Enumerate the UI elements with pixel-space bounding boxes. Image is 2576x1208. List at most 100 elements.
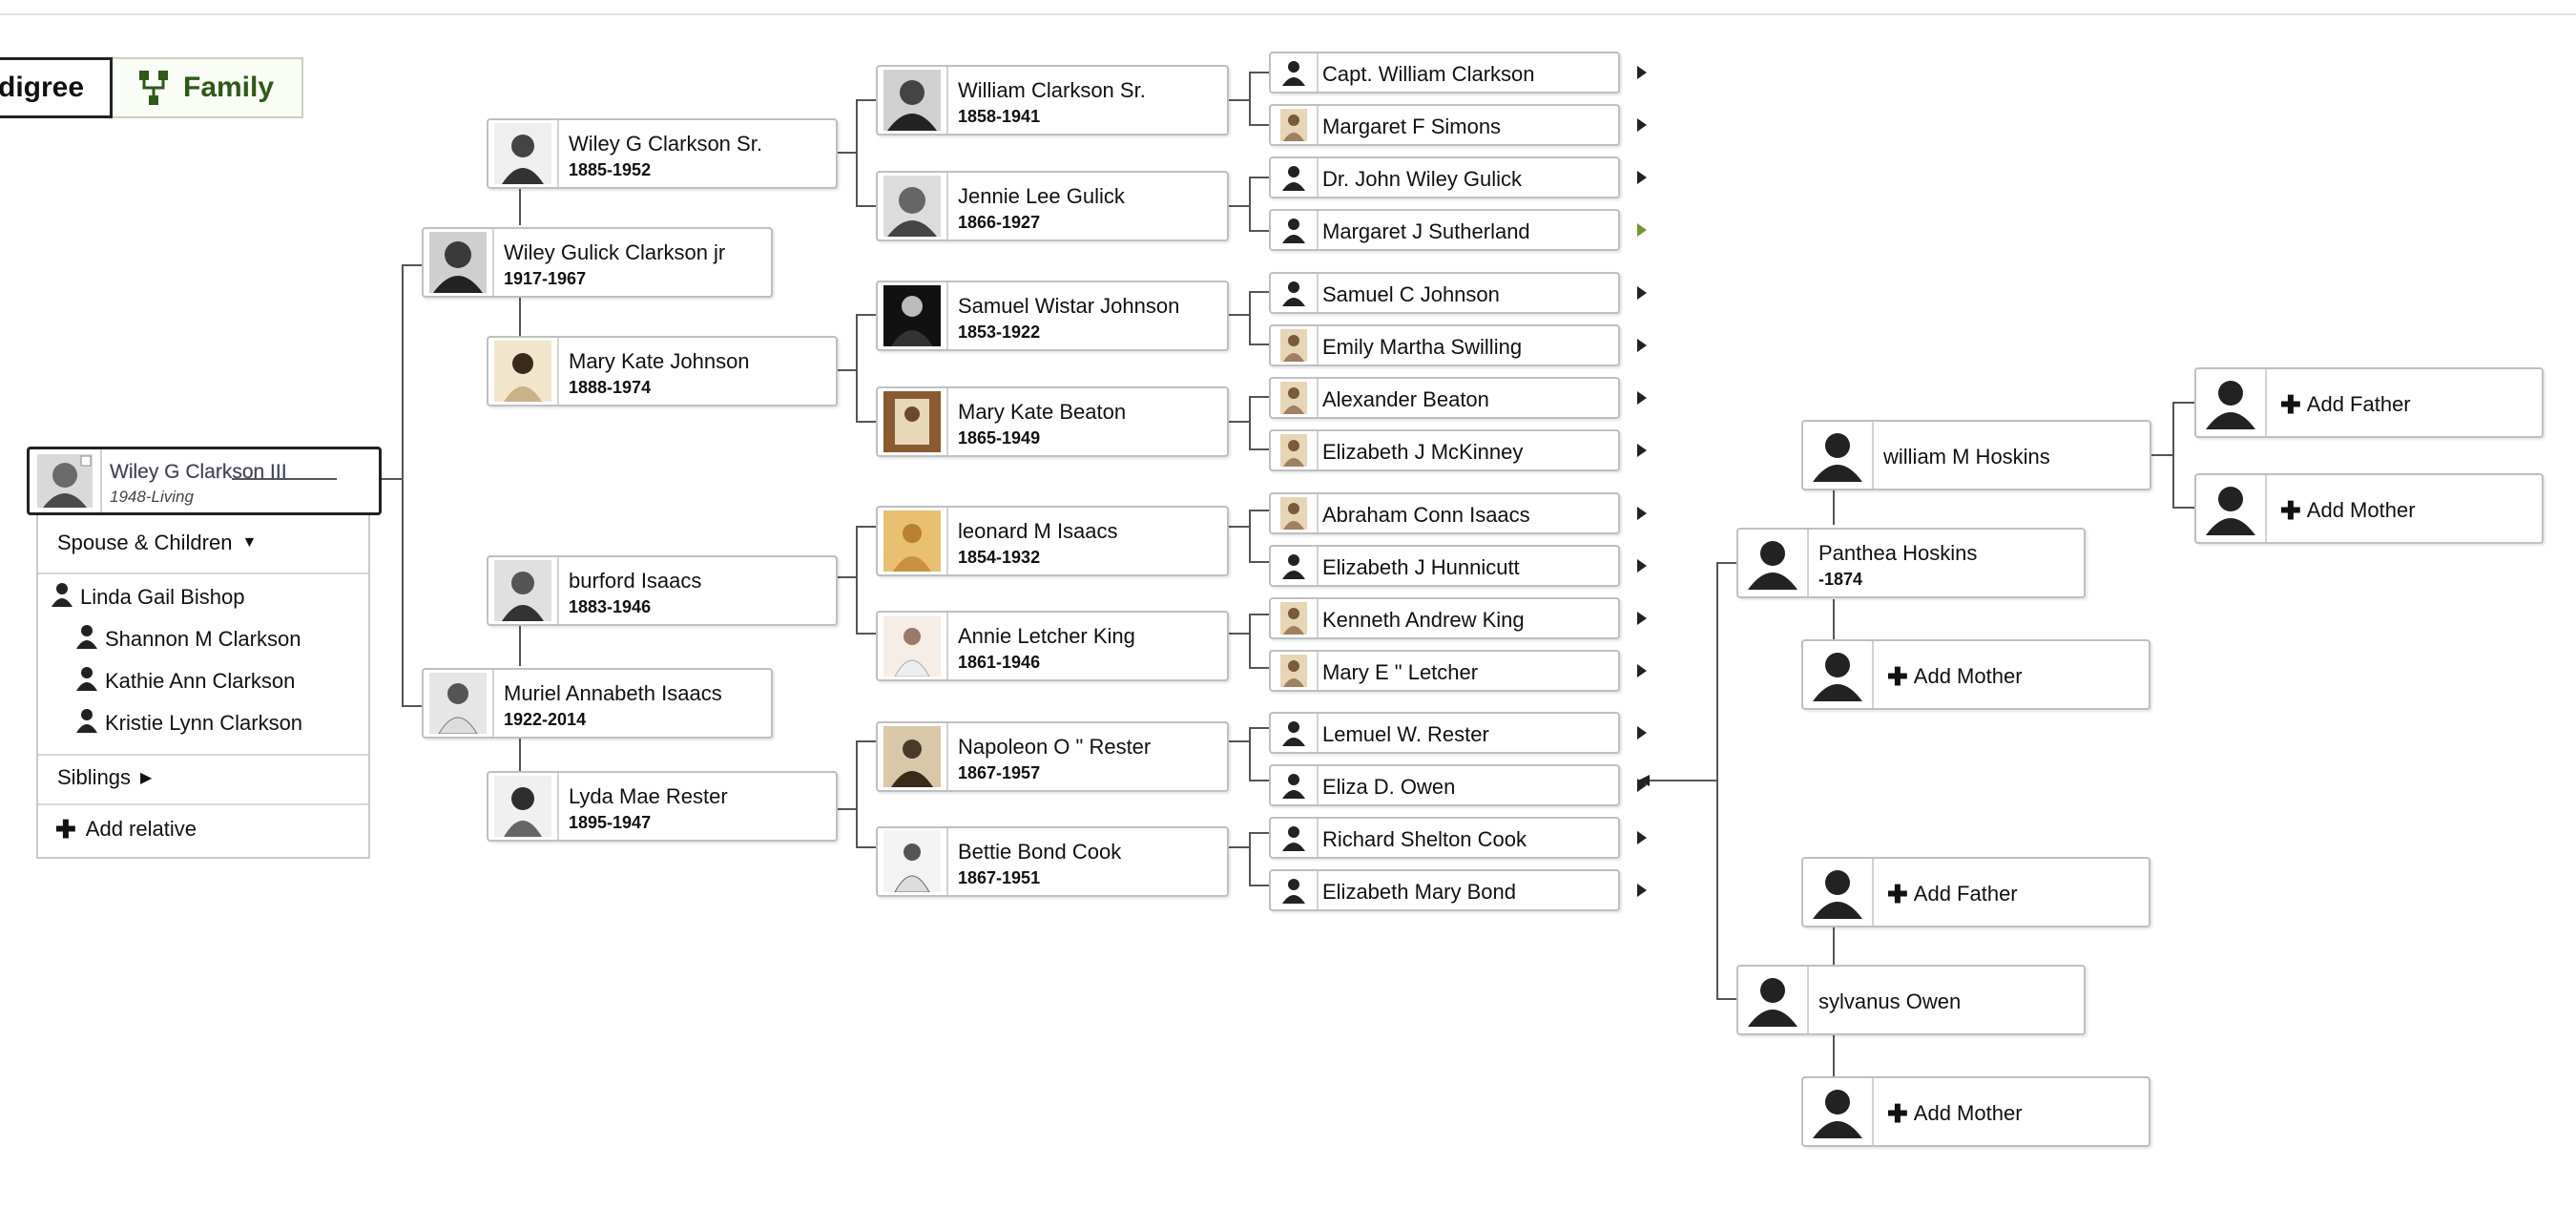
family-tree-icon <box>139 71 168 105</box>
gg-grandparent-card[interactable]: Dr. John Wiley Gulick <box>1269 156 1620 198</box>
person-silhouette-icon <box>1271 547 1319 585</box>
person-photo <box>1271 494 1319 532</box>
grandparent-card[interactable]: burford Isaacs 1883-1946 <box>487 555 838 626</box>
gg-grandparent-card[interactable]: Elizabeth J Hunnicutt <box>1269 545 1620 587</box>
person-silhouette-icon <box>1803 1078 1874 1145</box>
expand-arrow-icon[interactable] <box>1637 66 1647 79</box>
gg-grandparent-card[interactable]: Elizabeth J McKinney <box>1269 429 1620 471</box>
gg-grandparent-card[interactable]: Alexander Beaton <box>1269 377 1620 419</box>
plus-icon: ✚ <box>1887 880 1908 908</box>
siblings-toggle[interactable]: Siblings ▶ <box>57 765 153 789</box>
great-grandparent-card[interactable]: Napoleon O " Rester 1867-1957 <box>876 721 1229 792</box>
focus-person-photo <box>30 449 102 512</box>
expand-arrow-icon[interactable] <box>1637 339 1647 352</box>
grandparent-card[interactable]: Mary Kate Johnson 1888-1974 <box>487 336 838 406</box>
person-silhouette-icon <box>1803 859 1874 926</box>
expand-arrow-icon[interactable] <box>1637 286 1647 300</box>
plus-icon: ✚ <box>1887 1099 1908 1128</box>
great-grandparent-card[interactable]: William Clarkson Sr. 1858-1941 <box>876 65 1229 135</box>
grandparent-card[interactable]: Lyda Mae Rester 1895-1947 <box>487 771 838 842</box>
person-photo <box>1271 379 1319 417</box>
add-relative-button[interactable]: ✚ Add relative <box>55 815 197 844</box>
child-item[interactable]: Shannon M Clarkson <box>76 624 406 655</box>
person-photo <box>1271 431 1319 469</box>
person-silhouette-icon <box>76 666 97 697</box>
grandparent-card[interactable]: Wiley G Clarkson Sr. 1885-1952 <box>487 118 838 189</box>
parent-card[interactable]: Wiley Gulick Clarkson jr 1917-1967 <box>422 227 773 298</box>
person-silhouette-icon <box>1738 967 1809 1033</box>
child-item[interactable]: Kathie Ann Clarkson <box>76 666 406 697</box>
gg-grandparent-card[interactable]: Emily Martha Swilling <box>1269 324 1620 366</box>
gg-grandparent-card[interactable]: Elizabeth Mary Bond <box>1269 869 1620 911</box>
expand-arrow-icon[interactable] <box>1637 223 1647 237</box>
divider <box>38 573 368 574</box>
expand-arrow-icon[interactable] <box>1637 612 1647 625</box>
person-silhouette-icon <box>1271 53 1319 92</box>
add-mother-box[interactable]: ✚Add Mother <box>2194 473 2544 544</box>
expand-arrow-icon[interactable] <box>1637 779 1647 792</box>
expand-arrow-icon[interactable] <box>1637 664 1647 677</box>
great-grandparent-card[interactable]: Mary Kate Beaton 1865-1949 <box>876 386 1229 457</box>
person-photo <box>878 613 948 679</box>
family-panel: Spouse & Children ▼ Linda Gail Bishop Sh… <box>36 515 370 859</box>
divider <box>38 803 368 805</box>
spouse-item[interactable]: Linda Gail Bishop <box>52 582 382 613</box>
person-silhouette-icon <box>1803 641 1874 708</box>
add-father-box[interactable]: ✚Add Father <box>2194 367 2544 438</box>
person-photo <box>878 67 948 134</box>
great-grandparent-card[interactable]: Samuel Wistar Johnson 1853-1922 <box>876 281 1229 351</box>
gg-grandparent-card[interactable]: Eliza D. Owen <box>1269 764 1620 806</box>
person-photo <box>1271 599 1319 637</box>
expand-arrow-icon[interactable] <box>1637 118 1647 132</box>
add-mother-box[interactable]: ✚Add Mother <box>1801 1076 2150 1147</box>
person-photo <box>488 557 559 624</box>
spouse-children-toggle[interactable]: Spouse & Children ▼ <box>57 531 258 554</box>
expand-arrow-icon[interactable] <box>1637 884 1647 897</box>
person-photo <box>878 388 948 455</box>
great-grandparent-card[interactable]: Bettie Bond Cook 1867-1951 <box>876 826 1229 897</box>
ancestor-card-owen[interactable]: sylvanus Owen <box>1736 965 2086 1035</box>
add-mother-box[interactable]: ✚Add Mother <box>1801 639 2150 710</box>
expand-arrow-icon[interactable] <box>1637 831 1647 844</box>
child-item[interactable]: Kristie Lynn Clarkson <box>76 708 406 739</box>
gg-grandparent-card[interactable]: Kenneth Andrew King <box>1269 597 1620 639</box>
top-divider <box>0 13 2576 15</box>
gg-grandparent-card[interactable]: Mary E " Letcher <box>1269 650 1620 692</box>
focus-person-name: Wiley G Clarkson III <box>110 461 287 483</box>
focus-person-years: 1948-Living <box>110 488 194 506</box>
expand-arrow-icon[interactable] <box>1637 726 1647 739</box>
gg-grandparent-card[interactable]: Richard Shelton Cook <box>1269 817 1620 859</box>
focus-person-card[interactable]: Wiley G Clarkson III 1948-Living <box>27 447 382 515</box>
person-silhouette-icon <box>1738 530 1809 596</box>
person-photo <box>878 282 948 349</box>
plus-icon: ✚ <box>55 815 76 844</box>
ancestor-card-hoskins[interactable]: william M Hoskins <box>1801 420 2151 490</box>
great-grandparent-card[interactable]: leonard M Isaacs 1854-1932 <box>876 506 1229 576</box>
great-grandparent-card[interactable]: Annie Letcher King 1861-1946 <box>876 611 1229 681</box>
expand-arrow-icon[interactable] <box>1637 171 1647 184</box>
gg-grandparent-card[interactable]: Lemuel W. Rester <box>1269 712 1620 754</box>
gg-grandparent-card[interactable]: Margaret F Simons <box>1269 104 1620 146</box>
great-grandparent-card[interactable]: Jennie Lee Gulick 1866-1927 <box>876 171 1229 241</box>
expand-arrow-icon[interactable] <box>1637 559 1647 573</box>
tab-family[interactable]: Family <box>113 57 303 118</box>
focus-divider <box>232 478 337 480</box>
gg-grandparent-card[interactable]: Capt. William Clarkson <box>1269 52 1620 94</box>
person-silhouette-icon <box>1271 274 1319 312</box>
gg-grandparent-card[interactable]: Margaret J Sutherland <box>1269 209 1620 251</box>
gg-grandparent-card[interactable]: Abraham Conn Isaacs <box>1269 492 1620 534</box>
plus-icon: ✚ <box>2280 390 2301 419</box>
plus-icon: ✚ <box>2280 496 2301 525</box>
expand-arrow-icon[interactable] <box>1637 444 1647 457</box>
expand-arrow-icon[interactable] <box>1637 391 1647 405</box>
expand-arrow-icon[interactable] <box>1637 507 1647 520</box>
person-silhouette-icon <box>2196 475 2267 542</box>
person-silhouette-icon <box>52 582 73 613</box>
parent-card[interactable]: Muriel Annabeth Isaacs 1922-2014 <box>422 668 773 739</box>
add-father-box[interactable]: ✚Add Father <box>1801 857 2150 927</box>
person-photo <box>1271 106 1319 144</box>
gg-grandparent-card[interactable]: Samuel C Johnson <box>1269 272 1620 314</box>
tab-pedigree[interactable]: digree <box>0 57 113 118</box>
person-photo <box>878 173 948 240</box>
ancestor-card-panthea[interactable]: Panthea Hoskins -1874 <box>1736 528 2086 598</box>
